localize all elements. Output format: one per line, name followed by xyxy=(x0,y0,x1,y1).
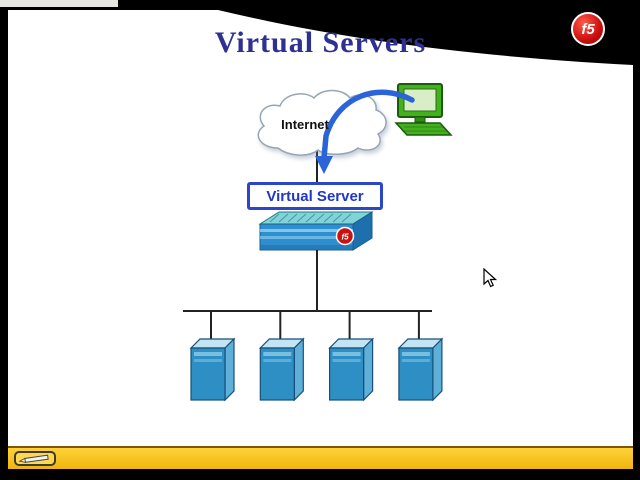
slide-corner-decoration xyxy=(218,10,633,65)
device-f5-ball-icon xyxy=(335,226,355,246)
network-diagram: f5 xyxy=(183,83,453,401)
mouse-cursor xyxy=(483,268,497,288)
virtual-server-box: Virtual Server xyxy=(247,182,383,210)
virtual-server-label: Virtual Server xyxy=(266,187,364,205)
f5-logo-text: f5 xyxy=(581,20,595,38)
pencil-icon xyxy=(18,454,49,463)
server-icon xyxy=(190,310,235,401)
video-artifact-strip xyxy=(0,0,118,7)
server-icon xyxy=(328,310,374,401)
presentation-toolbar xyxy=(8,446,633,469)
server-icon xyxy=(259,310,305,401)
client-computer-icon xyxy=(394,83,453,136)
traffic-arrow xyxy=(315,89,415,174)
slide: Virtual Servers f5 xyxy=(8,10,633,446)
annotation-tool-button[interactable] xyxy=(14,451,56,466)
server-group xyxy=(190,310,443,401)
f5-logo-icon: f5 xyxy=(571,12,605,46)
server-icon xyxy=(397,310,443,401)
slide-title: Virtual Servers xyxy=(214,26,427,59)
bigip-device-icon: f5 xyxy=(258,211,374,251)
device-f5-ball-text: f5 xyxy=(341,233,349,242)
internet-label: Internet xyxy=(281,117,329,132)
